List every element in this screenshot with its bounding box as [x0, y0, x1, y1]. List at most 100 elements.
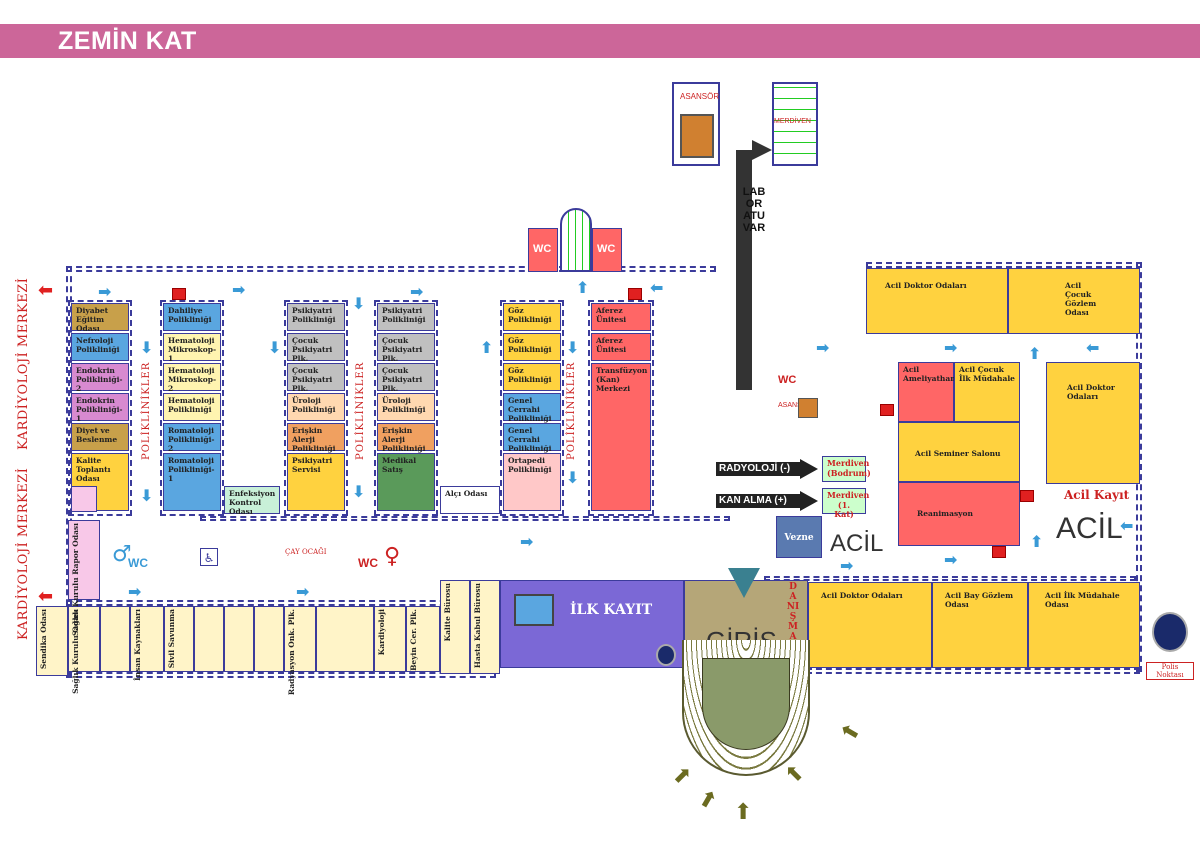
- room-insan-kaynaklari: İnsan Kaynakları: [130, 606, 164, 681]
- room-enfeksiyon: Enfeksiyon Kontrol Odası: [224, 486, 280, 516]
- page-title: ZEMİN KAT: [58, 27, 197, 55]
- column-frame: [284, 300, 348, 516]
- police-badge-icon: [656, 644, 676, 666]
- entrance-arrow-icon: ⬆: [779, 759, 811, 790]
- arrow-right-icon: ➡: [296, 582, 310, 601]
- arrow-up-icon: ⬆: [576, 278, 590, 297]
- sivil-savunma-label: Sivil Savunma: [167, 609, 176, 669]
- room-acil-ilk-mudahale: Acil İlk Müdahale Odası: [1028, 582, 1140, 668]
- room-reanimasyon: Reanimasyon: [898, 482, 1020, 546]
- arrow-up-icon: ⬆: [1030, 532, 1044, 551]
- arrow-right-icon: ➡: [520, 532, 534, 551]
- wc-box: [592, 228, 622, 272]
- column-frame: [588, 300, 654, 516]
- radyasyon-label: Radyasyon Onk. Plk.: [287, 609, 296, 696]
- arrow-right-icon: ➡: [840, 556, 854, 575]
- room-hematoloji-m1: Hematoloji Mikroskop-1: [163, 333, 221, 363]
- fire-extinguisher-icon: [1020, 490, 1034, 502]
- kardiyoloji-label-top: KARDİYOLOJİ MERKEZİ: [16, 277, 31, 450]
- arrow-down-icon: ⬇: [140, 338, 154, 357]
- laboratuvar-arrow-shaft: [736, 150, 752, 390]
- fire-extinguisher-icon: [172, 288, 186, 300]
- room-sendika: Sendika Odası: [36, 606, 68, 676]
- room-uroloji: Üroloji Polikliniği: [287, 393, 345, 421]
- arrow-head-icon: [752, 140, 772, 160]
- poliklinikler-label: POLİKLİNİKLER: [355, 361, 366, 460]
- police-badge-icon: [1152, 612, 1188, 652]
- room-saglik-rapor: Sağlık Kurulu Rapor Odası: [68, 520, 100, 636]
- room-saglik-kurulu: Sağlık Kurulu Odası: [68, 606, 100, 694]
- wall: [200, 516, 730, 521]
- entrance-arrow-icon: ⬆: [734, 800, 753, 825]
- radyoloji-label: RADYOLOJİ (-): [716, 462, 800, 476]
- insan-kaynaklari-label: İnsan Kaynakları: [133, 609, 142, 681]
- arrow-down-icon: ⬇: [268, 338, 282, 357]
- room-psikiyatri-servisi: Psikiyatri Servisi: [287, 453, 345, 511]
- room-empty: [100, 606, 130, 672]
- arrow-down-icon: ⬇: [140, 486, 154, 505]
- fire-extinguisher-icon: [628, 288, 642, 300]
- room-genel-cerrahi: Genel Cerrahi Polikliniği: [503, 393, 561, 423]
- acil-label: ACİL: [830, 530, 884, 557]
- vezne: Vezne: [776, 516, 822, 558]
- room-medikal-satis: Medikal Satış: [377, 453, 435, 511]
- exit-arrow-icon: ⬅: [38, 586, 54, 607]
- room-empty: [254, 606, 284, 672]
- room-cocuk-psikiyatri: Çocuk Psikiyatri Plk.: [377, 363, 435, 393]
- wc-box: [528, 228, 558, 272]
- asansor-label: ASANSÖR: [680, 92, 720, 101]
- entrance-arrow-icon: ⬆: [665, 761, 697, 792]
- room-nefroloji: Nefroloji Polikliniği: [71, 333, 129, 361]
- room-hematoloji-m2: Hematoloji Mikroskop-2: [163, 363, 221, 393]
- room-diyet: Diyet ve Beslenme: [71, 423, 129, 451]
- arrow-right-icon: ➡: [128, 582, 142, 601]
- room-ortapedi: Ortapedi Polikliniği: [503, 453, 561, 511]
- small-room: [71, 486, 97, 512]
- danisma-label: DANIŞMA: [786, 582, 800, 642]
- room-endokrin-2: Endokrin Polikliniği-2: [71, 363, 129, 393]
- kardiyoloji-room-label: Kardiyoloji: [377, 609, 386, 656]
- wc-man-icon: ♂: [112, 542, 132, 567]
- fire-extinguisher-icon: [992, 546, 1006, 558]
- room-acil-doktor-bottom: Acil Doktor Odaları: [808, 582, 932, 668]
- room-goz: Göz Polikliniği: [503, 303, 561, 331]
- sendika-label: Sendika Odası: [39, 609, 48, 670]
- room-radyasyon: Radyasyon Onk. Plk.: [284, 606, 316, 695]
- poliklinikler-label: POLİKLİNİKLER: [566, 361, 577, 460]
- column-frame: [500, 300, 564, 516]
- room-acil-bay-gozlem: Acil Bay Gözlem Odası: [932, 582, 1028, 668]
- room-empty: [224, 606, 254, 672]
- arrow-up-icon: ⬆: [1028, 344, 1042, 363]
- fire-extinguisher-icon: [880, 404, 894, 416]
- room-acil-ameliyathane: Acil Ameliyathane: [898, 362, 960, 422]
- kan-alma-label: KAN ALMA (+): [716, 494, 800, 508]
- arrow-left-icon: ⬅: [1120, 516, 1134, 535]
- room-cocuk-psikiyatri: Çocuk Psikiyatri Plk.: [287, 333, 345, 363]
- room-aferez: Aferez Ünitesi: [591, 303, 651, 331]
- room-beyin-cer: Beyin Cer. Plk.: [406, 606, 440, 672]
- beyin-cer-label: Beyin Cer. Plk.: [409, 609, 418, 671]
- kalite-burosu-label: Kalite Bürosu: [443, 583, 452, 642]
- entrance-plaza: [702, 658, 790, 750]
- merdiven-bodrum: Merdiven (Bodrum): [822, 456, 871, 482]
- room-aferez: Aferez Ünitesi: [591, 333, 651, 361]
- room-dahiliye: Dahiliye Polikliniği: [163, 303, 221, 331]
- room-transfuzyon: Transfüzyon (Kan) Merkezi: [591, 363, 651, 511]
- room-psikiyatri: Psikiyatri Polikliniği: [287, 303, 345, 331]
- wall: [764, 576, 1136, 581]
- arrow-right-icon: ➡: [816, 338, 830, 357]
- wc-label: WC: [597, 243, 616, 255]
- arrow-right-icon: [800, 491, 818, 511]
- room-goz: Göz Polikliniği: [503, 363, 561, 391]
- wall: [66, 672, 496, 678]
- cay-ocagi-label: ÇAY OCAĞI: [285, 548, 327, 556]
- room-hasta-kabul: Hasta Kabul Bürosu: [470, 580, 500, 674]
- arrow-right-icon: ➡: [98, 282, 112, 301]
- saglik-rapor-label: Sağlık Kurulu Rapor Odası: [71, 523, 80, 636]
- room-acil-cocuk-ilk: Acil Çocuk İlk Müdahale: [954, 362, 1020, 422]
- room-endokrin-1: Endokrin Polikliniği-1: [71, 393, 129, 423]
- asansor-small-label: ASANSÖR: [778, 402, 813, 409]
- room-genel-cerrahi: Genel Cerrahi Polikliniği: [503, 423, 561, 453]
- room-kalite-burosu: Kalite Bürosu: [440, 580, 470, 674]
- room-diyabet: Diyabet Eğitim Odası: [71, 303, 129, 333]
